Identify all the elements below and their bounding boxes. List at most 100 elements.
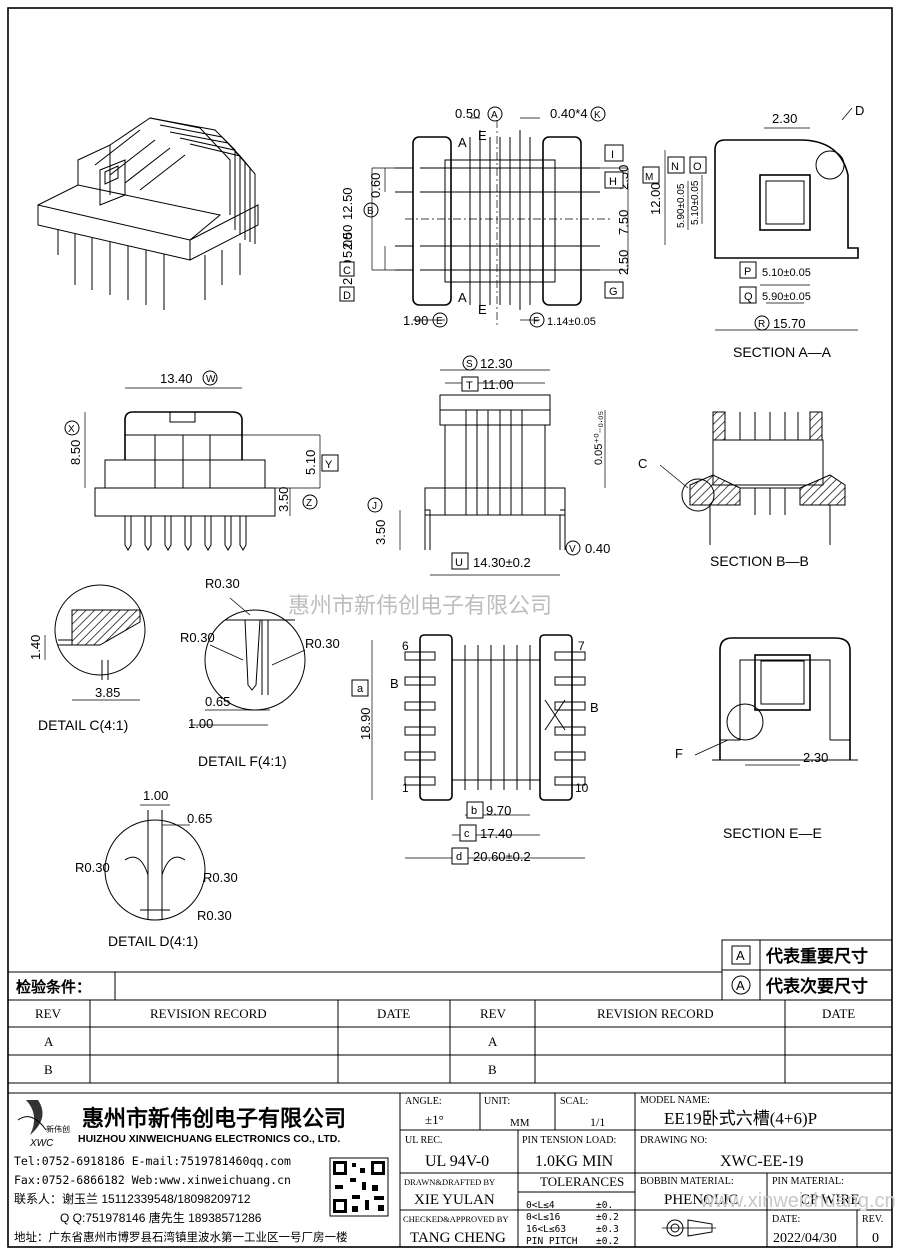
dim-D-box: D xyxy=(343,290,351,302)
tol-row-1: 0<L≤4 xyxy=(526,1200,555,1211)
dim-510h: 5.10±0.05 xyxy=(762,267,811,279)
dim-R-marker: R xyxy=(758,319,765,330)
dim-H-box: H xyxy=(609,176,617,188)
tol-val-3: ±0.3 xyxy=(596,1224,619,1235)
dim-K-marker: K xyxy=(594,110,601,121)
detail-c-view xyxy=(44,584,146,701)
pin-row-left xyxy=(404,651,436,786)
pin-label: PIN MATERIAL: xyxy=(772,1176,844,1187)
title-detail-d: DETAIL D(4:1) xyxy=(108,933,198,949)
drawn-value: XIE YULAN xyxy=(414,1192,495,1208)
dim-050: 0.50 xyxy=(455,106,480,121)
dim-A-marker: A xyxy=(491,110,498,121)
label-A2: A xyxy=(458,290,467,305)
dim-510v: 5.10±0.05 xyxy=(690,180,701,225)
dim-250a: 2.50 xyxy=(340,225,355,250)
dim-1340: 13.40 xyxy=(160,371,193,386)
detail-d-view xyxy=(104,804,206,921)
dim-Q-box: Q xyxy=(744,291,753,303)
tol-val-1: ±0. xyxy=(596,1200,613,1211)
rev-row-a-left: A xyxy=(44,1034,54,1049)
pin-value: CP WIRE xyxy=(800,1192,860,1208)
detail-d-065: 0.65 xyxy=(187,811,212,826)
pin-1: 1 xyxy=(402,781,409,795)
rev-value: 0 xyxy=(872,1231,879,1246)
angle-label: ANGLE: xyxy=(405,1096,442,1107)
date-label: DATE: xyxy=(772,1214,800,1225)
company-name-en: HUIZHOU XINWEICHUANG ELECTRONICS CO., LT… xyxy=(78,1133,340,1145)
dim-190: 1.90 xyxy=(403,313,428,328)
unit-value: MM xyxy=(510,1117,530,1129)
dim-X-marker: X xyxy=(68,424,75,435)
bobbin-label: BOBBIN MATERIAL: xyxy=(640,1176,734,1187)
dim-040: 0.40 xyxy=(585,541,610,556)
checked-value: TANG CHENG xyxy=(410,1230,506,1246)
isometric-view xyxy=(37,117,259,310)
detail-f-r1: R0.30 xyxy=(205,576,240,591)
label-E2: E xyxy=(478,302,487,317)
dim-1250: 12.50 xyxy=(340,187,355,220)
dim-E-marker: E xyxy=(436,316,443,327)
dim-1230: 12.30 xyxy=(480,356,513,371)
dim-U-box: U xyxy=(455,557,463,569)
detail-d-r3: R0.30 xyxy=(197,908,232,923)
dim-590h: 5.90±0.05 xyxy=(762,291,811,303)
label-D-aa: D xyxy=(855,103,864,118)
watermark-url: www.xinweichuang.cn xyxy=(699,1190,896,1212)
section-ee-view xyxy=(694,637,858,766)
title-section-bb: SECTION B—B xyxy=(710,553,809,569)
side-view xyxy=(84,387,321,551)
drawn-label: DRAWN&DRAFTED BY xyxy=(404,1177,495,1187)
rev-header-4: REV xyxy=(480,1006,507,1021)
tension-label: PIN TENSION LOAD: xyxy=(522,1135,616,1146)
dim-a-box: a xyxy=(357,683,364,695)
legend-secondary-label: 代表次要尺寸 xyxy=(765,976,868,996)
detail-f-065: 0.65 xyxy=(205,694,230,709)
dim-1570: 15.70 xyxy=(773,316,806,331)
dim-1100: 11.00 xyxy=(482,377,514,392)
dim-d-box: d xyxy=(456,851,462,863)
dim-1740: 17.40 xyxy=(480,826,513,841)
detail-f-100: 1.00 xyxy=(188,716,213,731)
tol-row-3: 16<L≤63 xyxy=(526,1224,566,1235)
rev-row-b-left: B xyxy=(44,1062,53,1077)
detail-f-view xyxy=(190,597,306,726)
dim-P-box: P xyxy=(744,266,751,278)
dim-350j: 3.50 xyxy=(373,520,388,545)
top-view xyxy=(399,369,606,576)
bobbin-value: PHENOLIC xyxy=(664,1192,738,1208)
dim-1890: 18.90 xyxy=(358,707,373,740)
label-E1: E xyxy=(478,128,487,143)
dim-Y-box: Y xyxy=(325,459,333,471)
logo-text: XWC xyxy=(29,1138,54,1149)
rev-label: REV. xyxy=(862,1214,883,1225)
company-address: 地址：广东省惠州市博罗县石湾镇里波水第一工业区一号厂房一楼 xyxy=(14,1230,348,1244)
dim-385: 3.85 xyxy=(95,685,120,700)
legend: A 代表重要尺寸 A 代表次要尺寸 xyxy=(721,939,893,1001)
pin-row-right xyxy=(554,651,586,786)
ul-value: UL 94V-0 xyxy=(425,1153,489,1170)
dim-S-marker: S xyxy=(466,359,473,370)
dim-850: 8.50 xyxy=(68,440,83,465)
tol-val-2: ±0.2 xyxy=(596,1212,619,1223)
watermark: 惠州市新伟创电子有限公司 xyxy=(288,593,552,618)
dim-O-box: O xyxy=(693,161,702,173)
qr-code xyxy=(329,1157,389,1217)
section-bb-view xyxy=(659,411,846,545)
title-detail-c: DETAIL C(4:1) xyxy=(38,717,128,733)
dim-Z-marker: Z xyxy=(306,498,312,509)
label-F-ee: F xyxy=(675,746,683,761)
drawing-value: XWC-EE-19 xyxy=(720,1153,804,1170)
dim-230-aa: 2.30 xyxy=(772,111,797,126)
dim-W-marker: W xyxy=(206,374,216,385)
dim-230-ee: 2.30 xyxy=(803,750,828,765)
rev-header-5: REVISION RECORD xyxy=(597,1006,714,1021)
tol-row-4: PIN PITCH xyxy=(526,1236,578,1247)
rev-header-6: DATE xyxy=(822,1006,855,1021)
dim-I-box: I xyxy=(611,149,614,161)
company-fax: Fax:0752-6866182 Web:www.xinweichuang.cn xyxy=(14,1173,291,1187)
rev-header-2: REVISION RECORD xyxy=(150,1006,267,1021)
rev-row-b-right: B xyxy=(488,1062,497,1077)
drawing-label: DRAWING NO: xyxy=(640,1135,707,1146)
